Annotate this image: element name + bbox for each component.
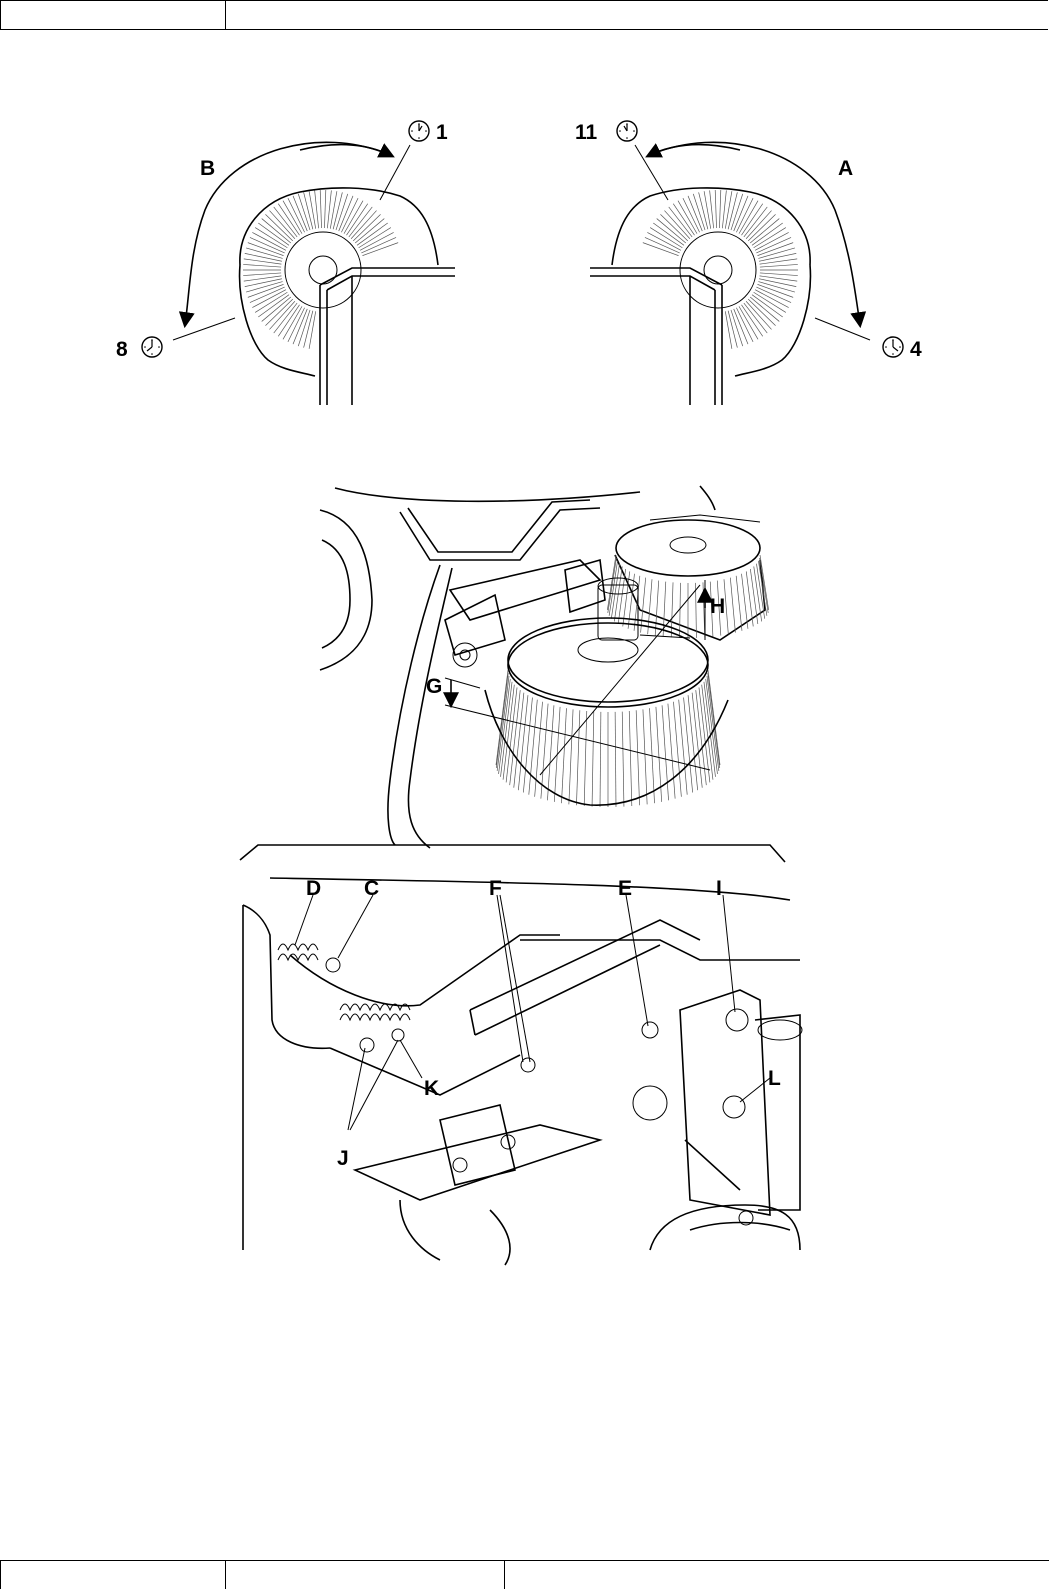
right-side-brush: 11 4 A [575, 121, 922, 405]
left-side-brush: 1 8 B [116, 121, 455, 405]
label-l: L [768, 1067, 781, 1090]
label-k: K [424, 1077, 439, 1100]
direction-label-b: B [200, 157, 215, 180]
footer-cell-3 [505, 1560, 1049, 1589]
label-f: F [489, 877, 502, 900]
label-d: D [306, 877, 321, 900]
label-c: C [364, 877, 379, 900]
label-i: I [716, 877, 722, 900]
top-figure: 1 8 B [116, 121, 922, 405]
label-j: J [337, 1147, 349, 1170]
label-h: H [710, 595, 725, 618]
middle-figure: G H [320, 486, 769, 848]
clock-label-1: 1 [436, 121, 448, 144]
footer-cell-1 [0, 1560, 226, 1589]
bottom-figure: D C F E I K J L [240, 845, 802, 1265]
page-footer [0, 1560, 1050, 1589]
clock-label-11: 11 [575, 121, 598, 144]
footer-cell-2 [225, 1560, 505, 1589]
clock-label-4: 4 [910, 338, 922, 361]
label-g: G [426, 675, 442, 698]
label-e: E [618, 877, 632, 900]
clock-label-8: 8 [116, 338, 128, 361]
direction-label-a: A [838, 157, 853, 180]
